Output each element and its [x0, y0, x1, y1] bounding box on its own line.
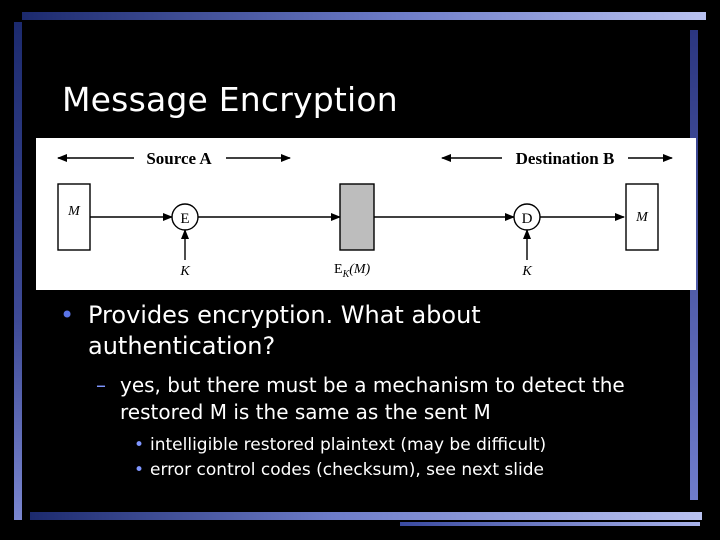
ciphertext-argument: (M) — [349, 262, 370, 277]
output-message-label: M — [635, 210, 649, 225]
source-label: Source A — [146, 149, 212, 168]
bottom-decorative-bar — [30, 512, 702, 520]
encryption-key-label: K — [179, 264, 190, 279]
slide-title: Message Encryption — [62, 80, 398, 119]
sub-sub-bullet-line: error control codes (checksum), see next… — [150, 460, 544, 480]
top-decorative-bar — [22, 12, 706, 20]
sub-sub-bullet-line: intelligible restored plaintext (may be … — [150, 435, 547, 455]
dash-marker: – — [96, 373, 106, 397]
output-message-box — [625, 183, 659, 251]
bullet-marker: • — [134, 460, 145, 480]
left-decorative-bar — [14, 22, 22, 520]
destination-label: Destination B — [516, 149, 615, 168]
encryption-diagram-svg: Source A Destination B M E K EK(M) D K — [57, 149, 673, 280]
bullet-line: authentication? — [88, 332, 276, 360]
input-message-box — [57, 183, 91, 251]
bullet-marker: • — [134, 435, 145, 455]
bottom-accent-bar — [400, 522, 700, 526]
encrypt-node-label: E — [180, 211, 189, 227]
bullet-level2: – yes, but there must be a mechanism to … — [58, 372, 688, 426]
input-message-label: M — [67, 204, 81, 219]
bullet-marker: • — [60, 301, 75, 329]
decryption-key-label: K — [521, 264, 532, 279]
ciphertext-key-subscript: K — [342, 269, 351, 280]
ciphertext-label: EK(M) — [334, 262, 371, 280]
bullet-list: • Provides encryption. What about authen… — [58, 300, 688, 482]
ciphertext-channel-box — [339, 183, 375, 251]
ciphertext-main: E — [334, 262, 343, 277]
decrypt-node-label: D — [522, 211, 533, 227]
bullet-level3: • error control codes (checksum), see ne… — [58, 459, 688, 482]
bullet-level1: • Provides encryption. What about authen… — [58, 300, 688, 362]
sub-bullet-line: restored M is the same as the sent M — [120, 400, 491, 424]
bullet-level3: • intelligible restored plaintext (may b… — [58, 434, 688, 457]
bullet-line: Provides encryption. What about — [88, 301, 481, 329]
encryption-diagram: Source A Destination B M E K EK(M) D K — [36, 138, 696, 290]
sub-bullet-line: yes, but there must be a mechanism to de… — [120, 373, 625, 397]
